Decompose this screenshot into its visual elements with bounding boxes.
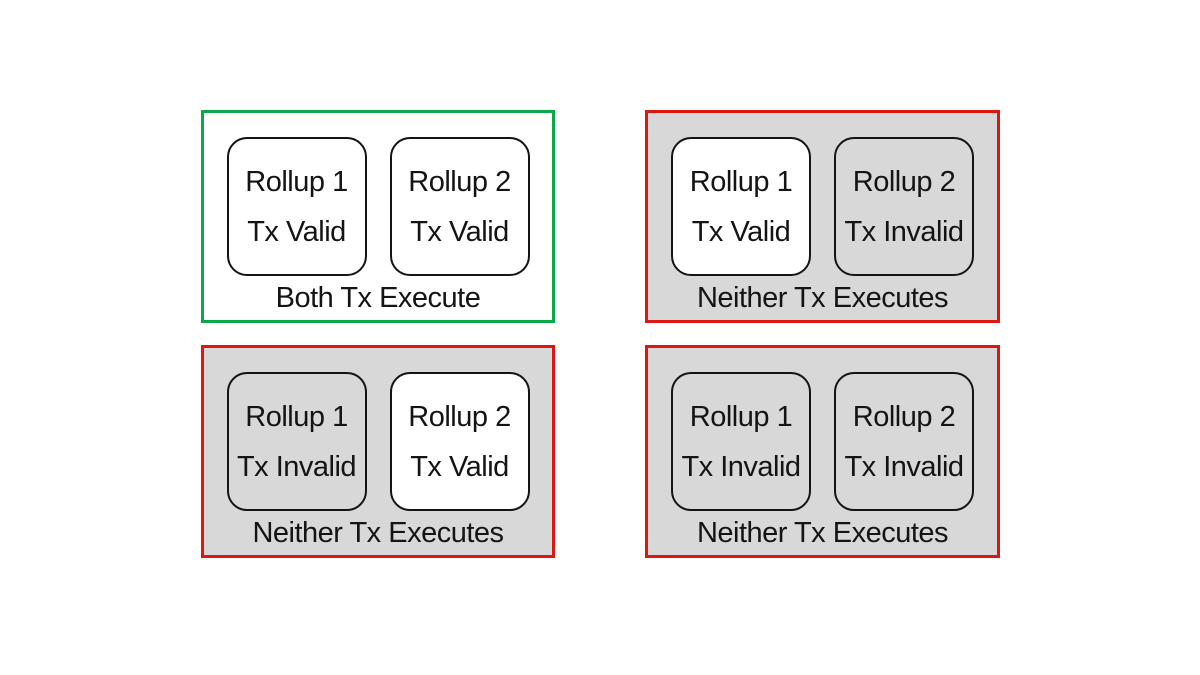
card-title: Rollup 2 [852,165,956,198]
card-title: Rollup 1 [245,400,348,433]
card-status: Tx Valid [410,450,509,483]
outcome-panel-both-valid: Rollup 1 Tx Valid Rollup 2 Tx Valid Both… [201,110,555,323]
card-status: Tx Invalid [681,450,801,483]
card-status: Tx Valid [691,215,791,248]
card-title: Rollup 2 [408,400,511,433]
outcome-panel-both-invalid: Rollup 1 Tx Invalid Rollup 2 Tx Invalid … [645,345,1000,558]
panel-caption: Neither Tx Executes [696,281,949,314]
cards-row: Rollup 1 Tx Invalid Rollup 2 Tx Valid [226,372,530,511]
rollup1-card: Rollup 1 Tx Valid [226,137,367,276]
card-title: Rollup 1 [689,165,793,198]
rollup2-card: Rollup 2 Tx Valid [389,137,530,276]
rollup2-card: Rollup 2 Tx Invalid [834,137,974,276]
card-status: Tx Invalid [844,450,964,483]
panel-caption: Neither Tx Executes [252,516,504,549]
rollup2-card: Rollup 2 Tx Valid [389,372,530,511]
card-status: Tx Valid [410,215,509,248]
card-status: Tx Invalid [236,450,357,483]
card-title: Rollup 2 [408,165,511,198]
panel-caption: Neither Tx Executes [696,516,949,549]
panel-caption: Both Tx Execute [275,281,481,314]
card-title: Rollup 1 [245,165,348,198]
card-title: Rollup 2 [852,400,956,433]
cards-row: Rollup 1 Tx Valid Rollup 2 Tx Valid [226,137,530,276]
card-status: Tx Invalid [844,215,964,248]
cards-row: Rollup 1 Tx Invalid Rollup 2 Tx Invalid [671,372,974,511]
outcome-panel-rollup1-invalid-rollup2-valid: Rollup 1 Tx Invalid Rollup 2 Tx Valid Ne… [201,345,555,558]
rollup1-card: Rollup 1 Tx Valid [671,137,811,276]
rollup1-card: Rollup 1 Tx Invalid [226,372,367,511]
rollup2-card: Rollup 2 Tx Invalid [834,372,974,511]
cards-row: Rollup 1 Tx Valid Rollup 2 Tx Invalid [671,137,974,276]
card-status: Tx Valid [247,215,346,248]
rollup1-card: Rollup 1 Tx Invalid [671,372,811,511]
card-title: Rollup 1 [689,400,793,433]
outcome-panel-rollup1-valid-rollup2-invalid: Rollup 1 Tx Valid Rollup 2 Tx Invalid Ne… [645,110,1000,323]
